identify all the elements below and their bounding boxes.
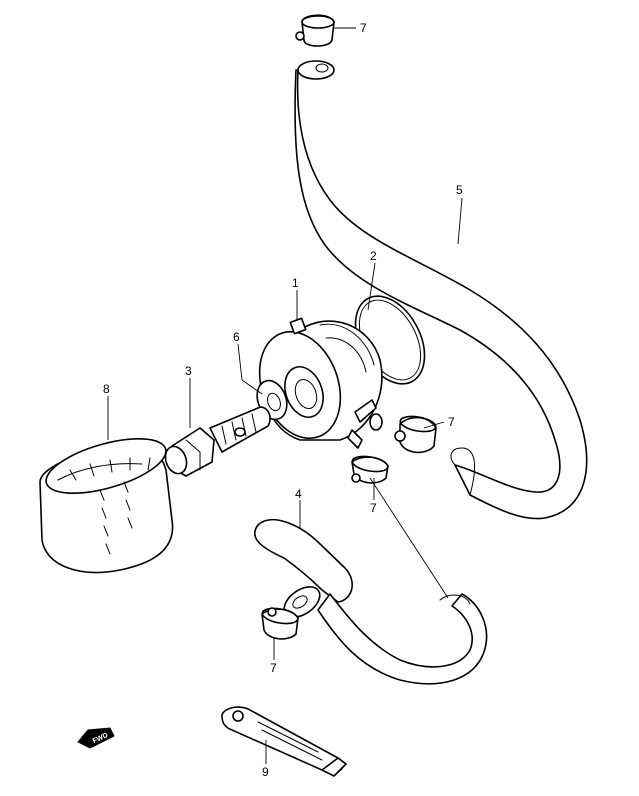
callout-4: 4 xyxy=(295,487,302,501)
oil-cooler-body xyxy=(258,317,383,449)
callout-7-bottom: 7 xyxy=(270,661,277,675)
callout-9: 9 xyxy=(262,765,269,779)
callout-3: 3 xyxy=(185,364,192,378)
callout-6: 6 xyxy=(233,330,240,344)
callout-7-right: 7 xyxy=(448,415,455,429)
callout-7-top: 7 xyxy=(360,21,367,35)
hose-long xyxy=(294,60,588,520)
oil-filter xyxy=(39,438,174,574)
hose-clamp-middle xyxy=(351,455,389,484)
callout-1: 1 xyxy=(292,276,299,290)
callouts: 7 5 2 1 6 3 8 7 7 4 7 9 xyxy=(103,21,463,779)
fwd-arrow-icon: FWD xyxy=(77,727,115,749)
callout-7-middle: 7 xyxy=(370,501,377,515)
hose-clamp-bottom xyxy=(261,607,299,640)
bracket xyxy=(221,706,347,777)
hose-clamp-right xyxy=(394,415,437,454)
callout-5: 5 xyxy=(456,183,463,197)
callout-8: 8 xyxy=(103,382,110,396)
hose-short xyxy=(253,519,488,685)
hose-clamp-top xyxy=(295,14,335,47)
callout-2: 2 xyxy=(370,249,377,263)
leader-lines xyxy=(107,27,463,764)
union-bolt xyxy=(164,406,271,477)
